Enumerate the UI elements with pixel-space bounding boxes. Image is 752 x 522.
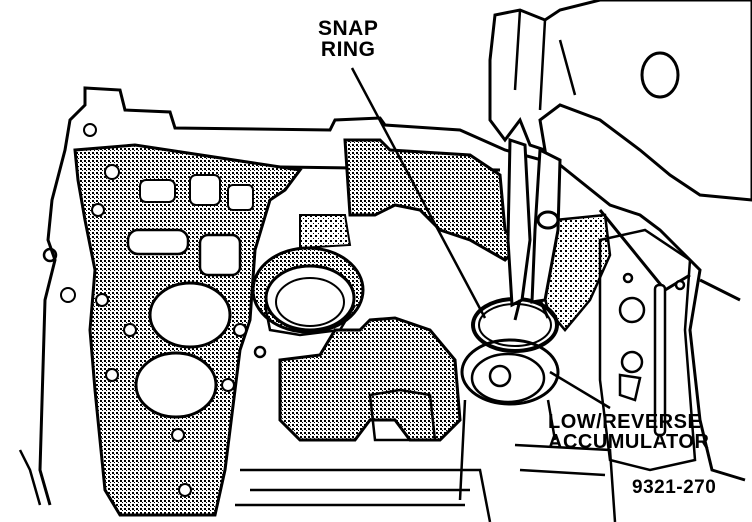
leader-lines — [350, 67, 611, 410]
low-reverse-label-line1: LOW/REVERSE — [548, 411, 702, 433]
snap-ring-leader — [350, 67, 487, 319]
accumulator-leader — [549, 370, 611, 410]
figure-number: 9321-270 — [632, 477, 717, 498]
hand — [488, 0, 752, 202]
low-reverse-accumulator-label: LOW/REVERSE ACCUMULATOR — [548, 412, 709, 452]
snap-ring-label-line2: RING — [320, 38, 376, 61]
case-lower-structure — [18, 247, 617, 522]
low-reverse-label-line2: ACCUMULATOR — [548, 431, 710, 453]
separator-gasket — [60, 123, 303, 517]
snap-ring-label-line1: SNAP — [318, 17, 379, 40]
low-reverse-accumulator — [458, 338, 560, 501]
valve-body-right — [598, 228, 697, 472]
snap-ring-pliers — [506, 137, 562, 321]
snap-ring-label: SNAP RING — [318, 18, 378, 60]
center-bore — [251, 246, 365, 337]
